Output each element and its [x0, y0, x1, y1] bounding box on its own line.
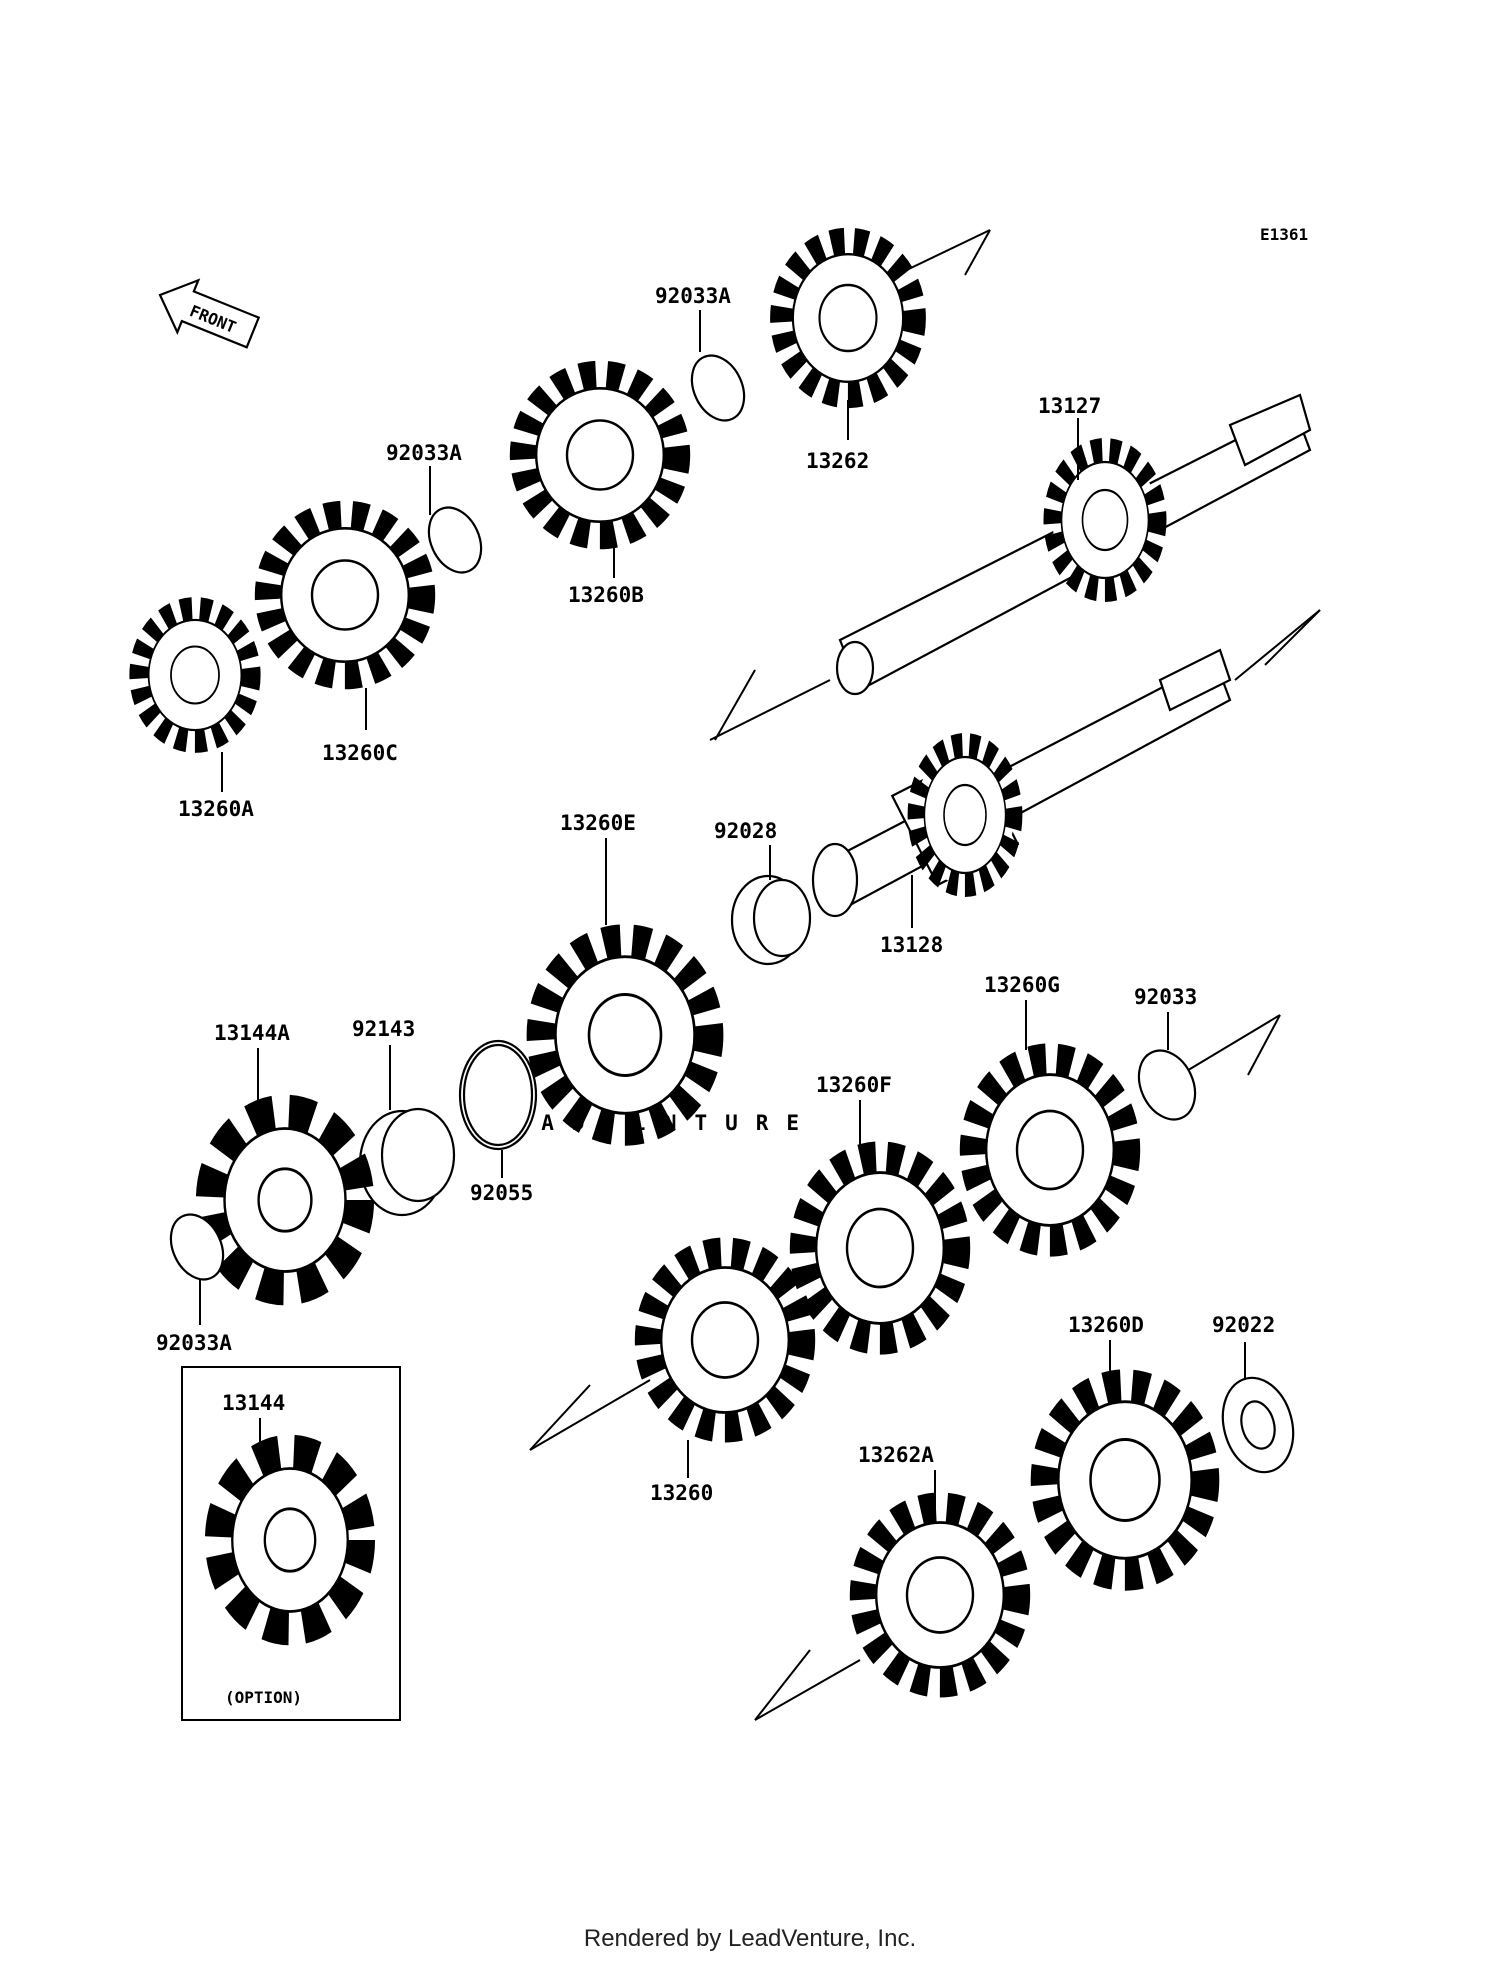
- gear-13262: [782, 241, 915, 395]
- diagram-code: E1361: [1260, 225, 1308, 244]
- circlip-92033a-low: [169, 1213, 225, 1281]
- shaft-13127: [835, 393, 1312, 696]
- collar-92143: [358, 1107, 456, 1217]
- callout-13260: 13260: [650, 1481, 713, 1505]
- callout-92033a-low: 92033A: [156, 1331, 232, 1355]
- gear-13260b: [523, 375, 677, 536]
- callout-13260b: 13260B: [568, 583, 644, 607]
- callout-92028: 92028: [714, 819, 777, 843]
- callout-92055: 92055: [470, 1181, 533, 1205]
- circlip-92033a-mid: [427, 506, 483, 574]
- callout-13260d: 13260D: [1068, 1313, 1144, 1337]
- gear-13260e: [541, 941, 709, 1130]
- shaft-13128: [811, 648, 1232, 918]
- gear-13260d: [1045, 1386, 1206, 1575]
- bushing-92028: [730, 874, 812, 966]
- callout-92033a-top: 92033A: [655, 284, 731, 308]
- callout-13260a: 13260A: [178, 797, 254, 821]
- option-box: [181, 1366, 401, 1721]
- gear-13260a: [139, 609, 251, 742]
- leader-lines: [199, 310, 1246, 1512]
- sprocket-13144a: [195, 1094, 375, 1306]
- callout-92033: 92033: [1134, 985, 1197, 1009]
- callout-92033a-mid: 92033A: [386, 441, 462, 465]
- gear-13260f: [803, 1157, 957, 1339]
- callout-13260c: 13260C: [322, 741, 398, 765]
- washer-92022: [1221, 1376, 1295, 1474]
- callout-13262a: 13262A: [858, 1443, 934, 1467]
- callout-13144: 13144: [222, 1391, 285, 1415]
- circlip-92033a-top: [690, 354, 746, 422]
- callout-13128: 13128: [880, 933, 943, 957]
- o-ring-92055: [458, 1039, 538, 1151]
- callout-92143: 92143: [352, 1017, 415, 1041]
- gear-13262a: [863, 1508, 1017, 1683]
- circlip-92033: [1137, 1049, 1197, 1121]
- footer-credit: Rendered by LeadVenture, Inc.: [583, 1925, 917, 1952]
- sprocket-13144: [204, 1434, 376, 1646]
- callout-13127: 13127: [1038, 394, 1101, 418]
- front-arrow-icon: FRONT: [158, 278, 261, 349]
- gear-13260c: [268, 515, 422, 676]
- callout-13260f: 13260F: [816, 1073, 892, 1097]
- callout-13262: 13262: [806, 449, 869, 473]
- option-label: (OPTION): [225, 1688, 302, 1707]
- callout-92022: 92022: [1212, 1313, 1275, 1337]
- gear-13260: [648, 1253, 802, 1428]
- callout-13260e: 13260E: [560, 811, 636, 835]
- gear-13260g: [973, 1059, 1127, 1241]
- callout-13144a: 13144A: [214, 1021, 290, 1045]
- callout-13260g: 13260G: [984, 973, 1060, 997]
